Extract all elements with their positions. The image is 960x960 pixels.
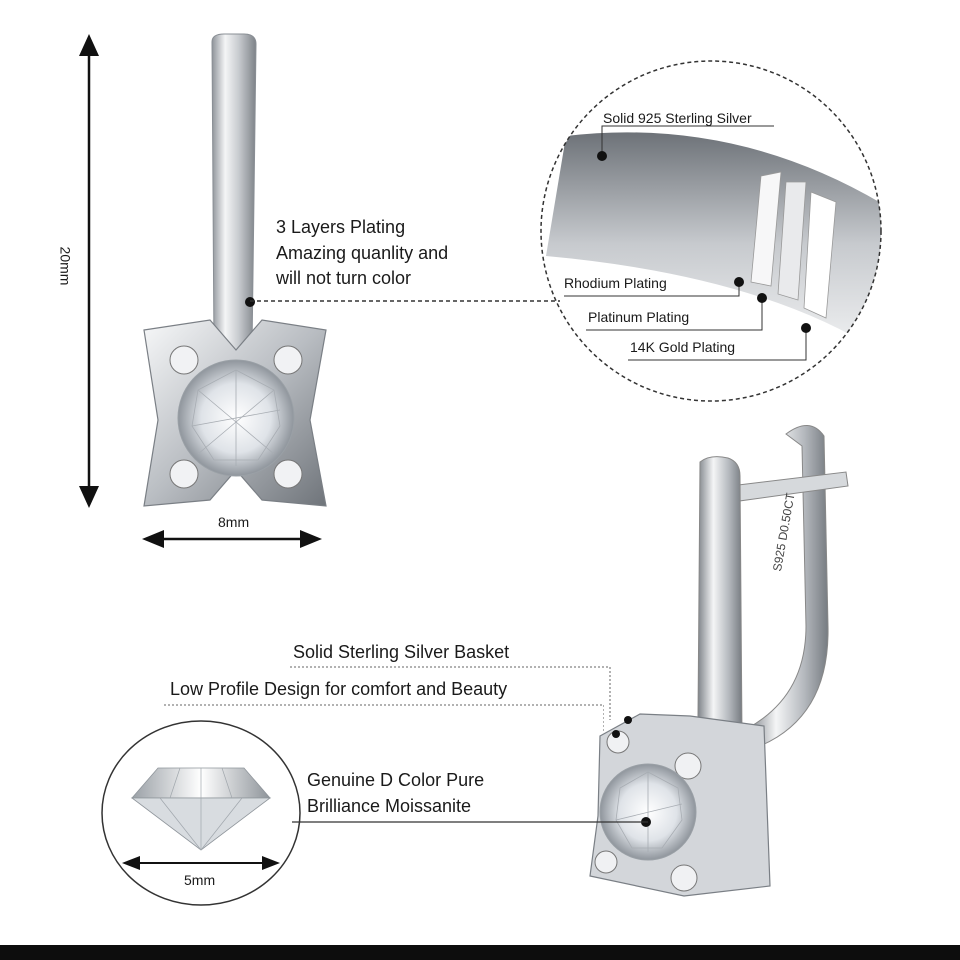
layer-rhodium: Rhodium Plating bbox=[564, 275, 667, 291]
plating-title: 3 Layers Plating bbox=[276, 217, 406, 237]
layer-silver: Solid 925 Sterling Silver bbox=[603, 110, 752, 126]
moissanite-line1: Genuine D Color Pure bbox=[307, 770, 485, 790]
plating-description-line2: will not turn color bbox=[276, 268, 412, 288]
plating-cross-section-zoom bbox=[540, 60, 882, 402]
moissanite-zoom bbox=[101, 720, 301, 906]
basket-leader-line bbox=[290, 666, 611, 720]
bottom-bar bbox=[0, 945, 960, 960]
earring-side-view bbox=[589, 425, 849, 897]
earring-front-view bbox=[143, 33, 327, 507]
low-profile-callout: Low Profile Design for comfort and Beaut… bbox=[170, 679, 508, 699]
height-dimension-arrow bbox=[79, 34, 99, 508]
stone-size-label: 5mm bbox=[184, 872, 216, 888]
plating-leader-line bbox=[250, 300, 560, 302]
layer-gold: 14K Gold Plating bbox=[630, 339, 736, 355]
width-label: 8mm bbox=[218, 514, 250, 530]
plating-description-line1: Amazing quanlity and bbox=[276, 243, 449, 263]
moissanite-line2: Brilliance Moissanite bbox=[307, 796, 472, 816]
basket-callout: Solid Sterling Silver Basket bbox=[293, 642, 510, 662]
width-dimension-arrow bbox=[142, 530, 322, 548]
moissanite-leader-line bbox=[292, 821, 648, 823]
layer-platinum: Platinum Plating bbox=[588, 309, 690, 325]
height-label: 20mm bbox=[57, 246, 74, 286]
